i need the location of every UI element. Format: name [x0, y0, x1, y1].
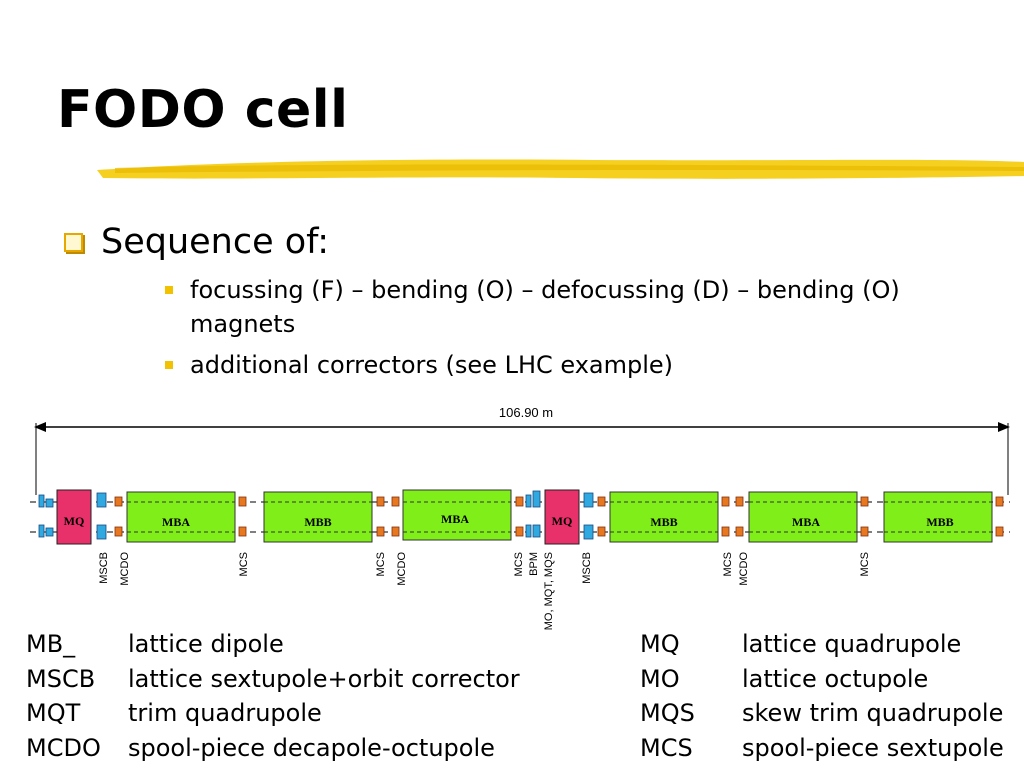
dipole-magnet: MBA — [748, 491, 858, 543]
vertical-label-mcs: MCS — [722, 552, 734, 576]
legend-desc: lattice sextupole+orbit corrector — [128, 664, 520, 693]
legend-left: MB_ lattice dipole MSCB lattice sextupole+… — [26, 627, 520, 765]
legend-row: MO lattice octupole — [640, 662, 1004, 697]
vertical-label-mcdo: MCDO — [396, 552, 408, 586]
legend-abbr: MSCB — [26, 664, 96, 693]
highlighter-stroke — [97, 159, 1024, 179]
vertical-label-mo-mqt-mqs: MO, MQT, MQS — [543, 552, 555, 630]
quadrupole-magnet: MQ — [56, 489, 92, 545]
dipole-magnet: MBA — [402, 489, 512, 541]
vertical-label-mcs: MCS — [375, 552, 387, 576]
legend-row: MSCB lattice sextupole+orbit corrector — [26, 662, 520, 697]
dipole-magnet: MBB — [883, 491, 993, 543]
magnet-label: MQ — [64, 514, 85, 528]
magnet-label: MBB — [650, 515, 677, 529]
legend-desc: trim quadrupole — [128, 699, 322, 727]
legend-abbr: MB_ — [26, 630, 76, 658]
slide-title: FODO cell — [57, 80, 349, 140]
bullet-text: Sequence of: — [101, 222, 330, 262]
legend-abbr: MQ — [640, 630, 680, 658]
square-bullet-icon — [165, 361, 173, 369]
legend-abbr: MQS — [640, 699, 695, 727]
vertical-label-mcs: MCS — [859, 552, 871, 576]
legend-row: MCDO spool-piece decapole-octupole — [26, 731, 520, 766]
bullet-sequence: Sequence of: — [64, 222, 329, 262]
arrow-right-icon — [998, 422, 1010, 432]
sub-bullet-1: focussing (F) – bending (O) – defocussin… — [165, 273, 965, 341]
sub-bullet-text: focussing (F) – bending (O) – defocussin… — [190, 276, 900, 338]
dipole-magnet: MBB — [609, 491, 719, 543]
magnet-label: MBB — [304, 515, 331, 529]
vertical-label-mscb: MSCB — [581, 552, 593, 584]
length-label: 106.90 m — [499, 405, 553, 420]
arrow-left-icon — [34, 422, 46, 432]
vertical-label-mcdo: MCDO — [119, 552, 131, 586]
magnet-label: MBB — [926, 515, 953, 529]
vertical-label-mcs: MCS — [238, 552, 250, 576]
sub-bullet-2: additional correctors (see LHC example) — [165, 348, 673, 382]
dipole-magnet: MBA — [126, 491, 236, 543]
legend-row: MB_ lattice dipole — [26, 627, 520, 662]
legend-row: MQ lattice quadrupole — [640, 627, 1004, 662]
quadrupole-magnet: MQ — [544, 489, 580, 545]
box-bullet-icon — [64, 232, 83, 252]
corrector-orange — [114, 496, 1004, 537]
legend-abbr: MO — [640, 664, 680, 693]
square-bullet-icon — [165, 286, 173, 294]
corrector-blue — [38, 490, 594, 540]
sub-bullet-text: additional correctors (see LHC example) — [190, 351, 674, 379]
legend-abbr: MCDO — [26, 733, 101, 762]
legend-row: MQT trim quadrupole — [26, 696, 520, 731]
magnet-label: MBA — [441, 512, 469, 526]
legend-desc: spool-piece sextupole — [742, 733, 1004, 762]
magnet-label: MBA — [792, 515, 820, 529]
legend-desc: skew trim quadrupole — [742, 699, 1004, 727]
legend-desc: lattice octupole — [742, 664, 929, 693]
dipole-magnet: MBB — [263, 491, 373, 543]
legend-abbr: MQT — [26, 699, 81, 727]
vertical-label-mcs: MCS — [513, 552, 525, 576]
magnet-label: MQ — [552, 514, 573, 528]
magnet-label: MBA — [162, 515, 190, 529]
legend-abbr: MCS — [640, 733, 693, 762]
legend-row: MQS skew trim quadrupole — [640, 696, 1004, 731]
legend-desc: lattice quadrupole — [742, 630, 962, 658]
vertical-label-mcdo: MCDO — [738, 552, 750, 586]
legend-row: MCS spool-piece sextupole — [640, 731, 1004, 766]
vertical-label-bpm: BPM — [528, 552, 540, 576]
fodo-diagram: 106.90 m MQ MQ MBA MBB MBA MBB — [30, 405, 1010, 630]
legend-desc: lattice dipole — [128, 630, 284, 658]
legend-desc: spool-piece decapole-octupole — [128, 733, 495, 762]
vertical-label-mscb: MSCB — [98, 552, 110, 584]
